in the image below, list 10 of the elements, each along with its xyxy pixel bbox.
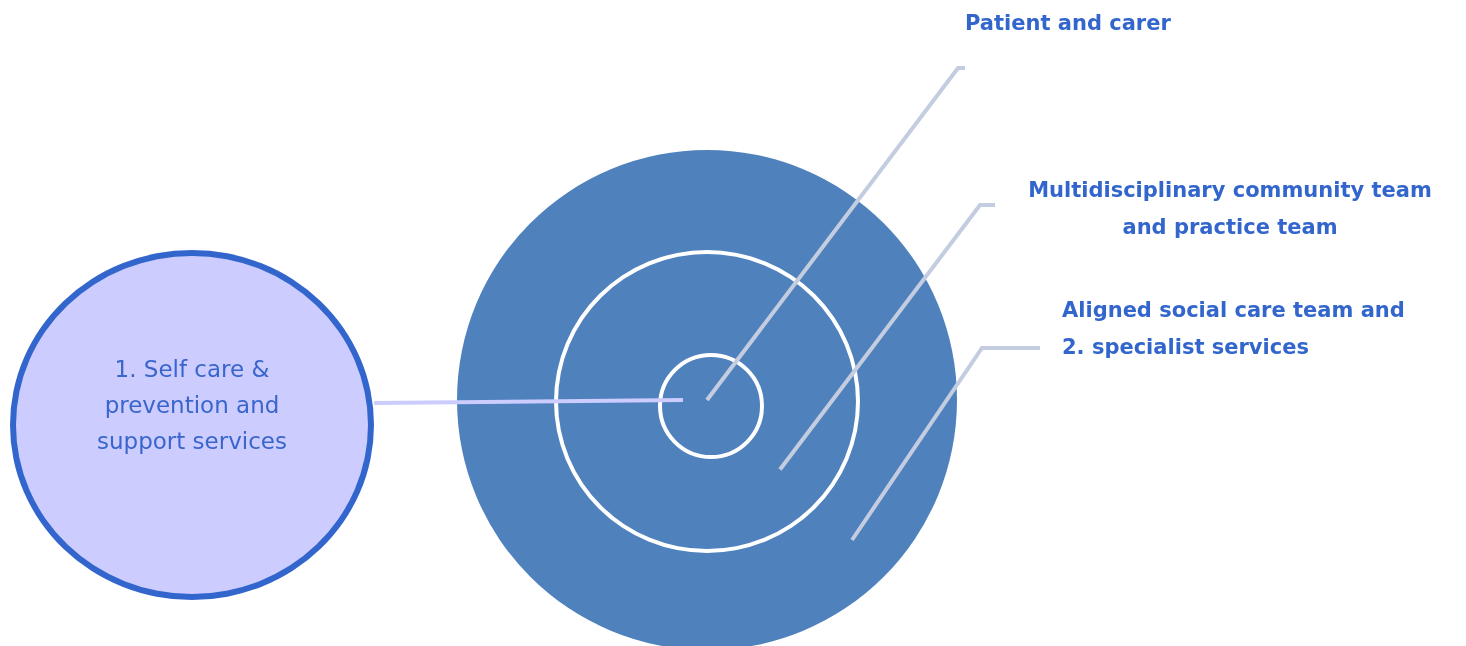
ring-label: Patient and carer xyxy=(965,10,1172,37)
circle-label: 1. Self care & prevention and support services xyxy=(96,355,288,456)
leader-line xyxy=(705,66,965,402)
ring-label: Multidisciplinary community team and practice team xyxy=(1027,177,1433,241)
leader-line xyxy=(850,346,1040,542)
ring-circle xyxy=(554,250,860,553)
ring-label: Aligned social care team and 2. specialist services xyxy=(1062,297,1406,361)
ring-circle xyxy=(658,353,764,459)
leader-line xyxy=(778,203,995,471)
leader-line xyxy=(374,398,683,405)
